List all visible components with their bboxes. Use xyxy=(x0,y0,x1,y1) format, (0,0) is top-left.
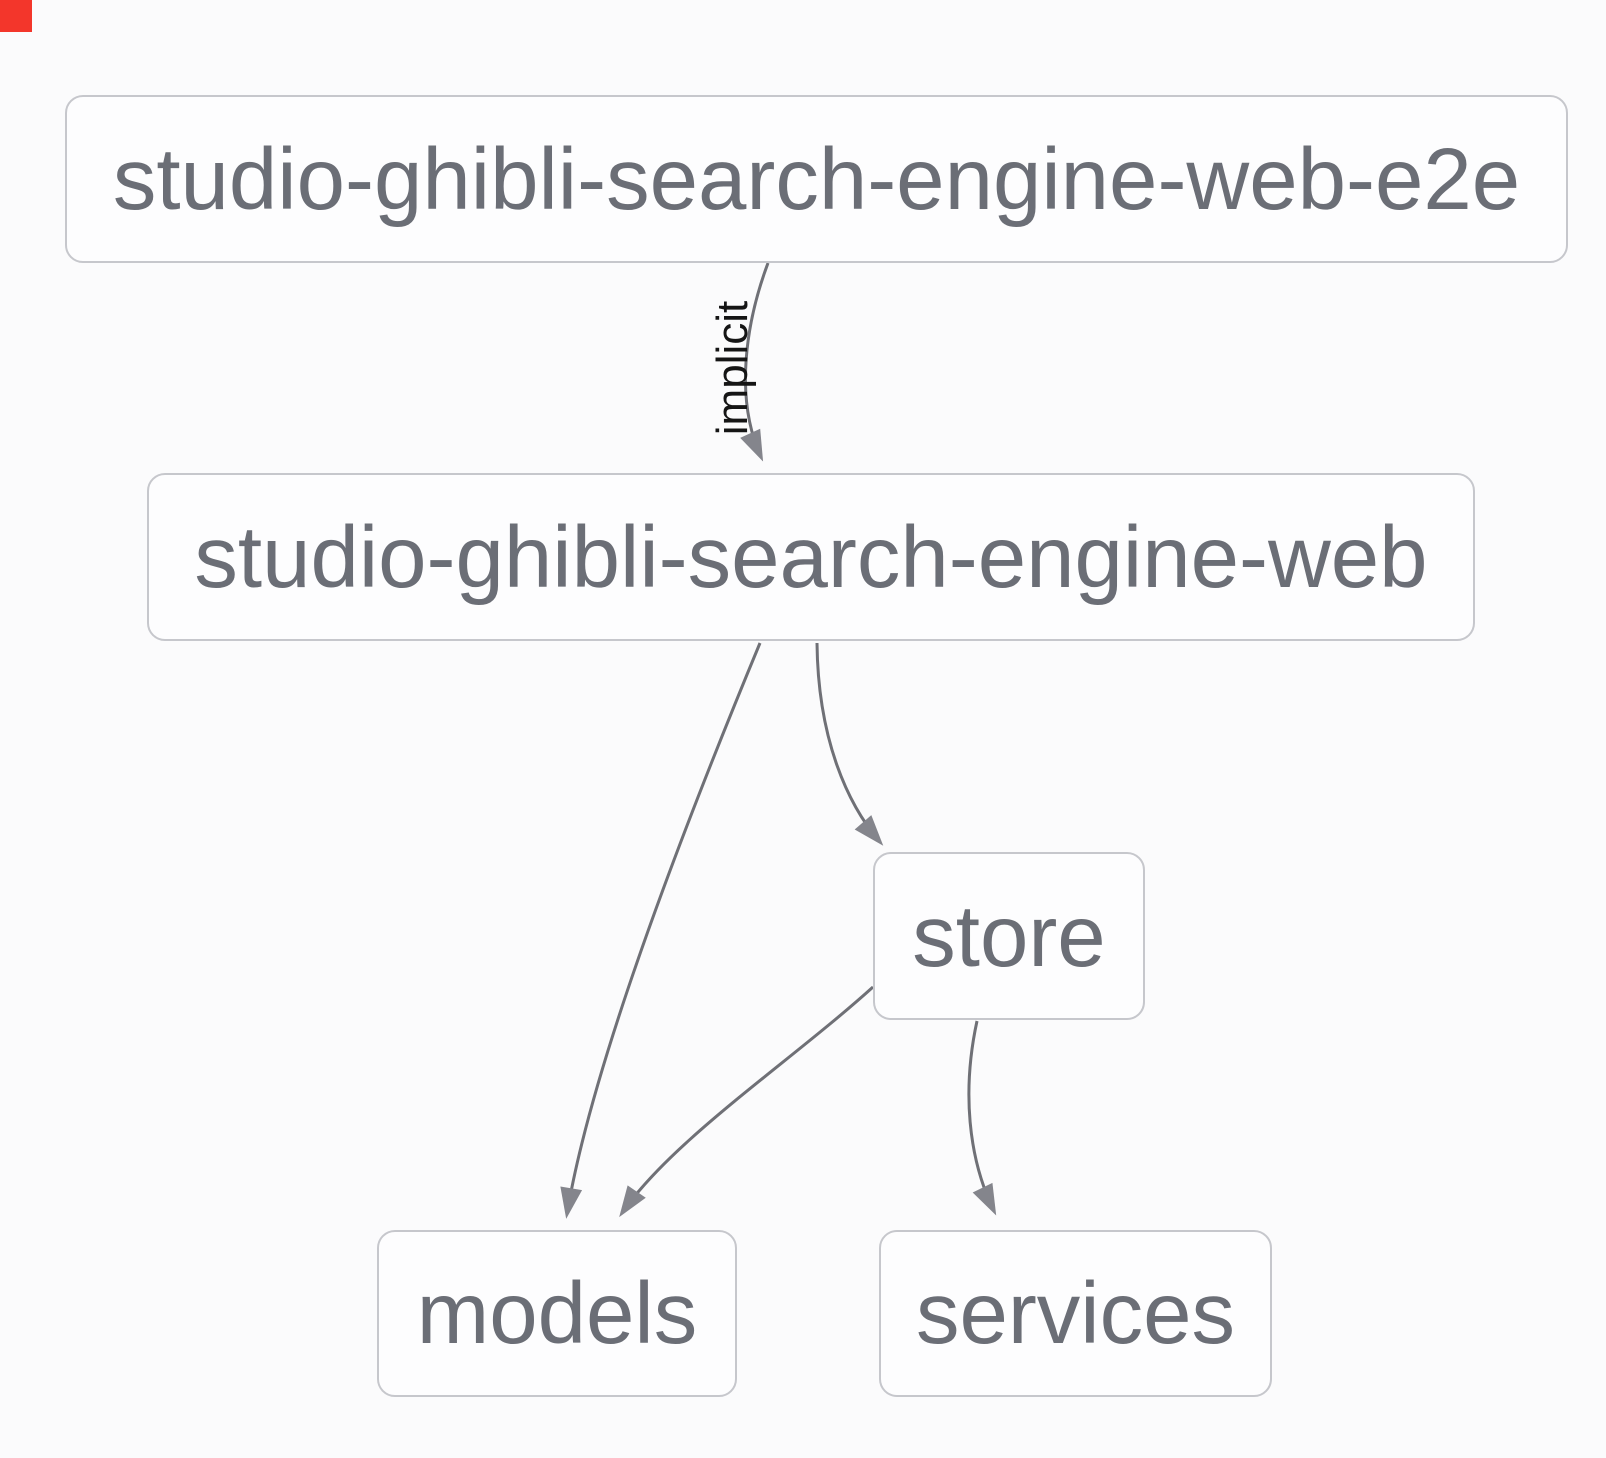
edge-e2e-to-web[interactable] xyxy=(740,262,770,462)
node-models[interactable]: models xyxy=(377,1230,737,1397)
node-label: services xyxy=(915,1265,1236,1362)
edge-store-to-models[interactable] xyxy=(619,985,875,1218)
node-label: studio-ghibli-search-engine-web-e2e xyxy=(112,130,1521,228)
edge-web-to-store[interactable] xyxy=(815,642,884,846)
edge-label-implicit: implicit xyxy=(708,300,757,436)
node-studio-ghibli-search-engine-web-e2e[interactable]: studio-ghibli-search-engine-web-e2e xyxy=(65,95,1568,263)
edge-web-to-models[interactable] xyxy=(560,642,762,1219)
node-store[interactable]: store xyxy=(873,852,1145,1020)
red-corner-marker xyxy=(0,0,32,32)
node-label: studio-ghibli-search-engine-web xyxy=(194,508,1428,606)
edge-store-to-services[interactable] xyxy=(967,1020,997,1216)
node-services[interactable]: services xyxy=(879,1230,1272,1397)
node-label: models xyxy=(416,1265,698,1362)
node-label: store xyxy=(912,887,1106,985)
node-studio-ghibli-search-engine-web[interactable]: studio-ghibli-search-engine-web xyxy=(147,473,1475,641)
